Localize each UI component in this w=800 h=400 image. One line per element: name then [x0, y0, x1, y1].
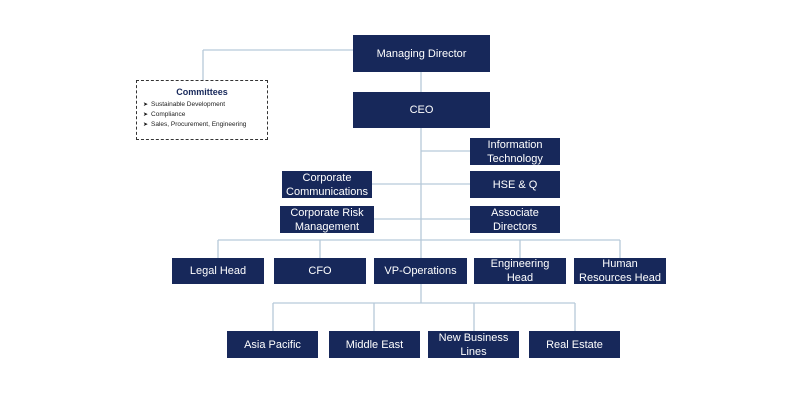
committee-item: ➤Sustainable Development: [143, 101, 226, 108]
committees-box: Committees ➤Sustainable Development ➤Com…: [136, 80, 268, 140]
node-human-resources-head: Human Resources Head: [574, 258, 666, 284]
node-information-technology: Information Technology: [470, 138, 560, 165]
node-associate-directors: Associate Directors: [470, 206, 560, 233]
node-real-estate: Real Estate: [529, 331, 620, 358]
node-engineering-head: Engineering Head: [474, 258, 566, 284]
committees-title: Committees: [176, 87, 228, 97]
node-managing-director: Managing Director: [353, 35, 490, 72]
node-new-business-lines: New Business Lines: [428, 331, 519, 358]
node-vp-operations: VP-Operations: [374, 258, 467, 284]
node-ceo: CEO: [353, 92, 490, 128]
committee-item: ➤Compliance: [143, 111, 186, 118]
node-asia-pacific: Asia Pacific: [227, 331, 318, 358]
node-corporate-communications: Corporate Communications: [282, 171, 372, 198]
arrow-bullet-icon: ➤: [143, 122, 149, 128]
arrow-bullet-icon: ➤: [143, 112, 149, 118]
node-corporate-risk-management: Corporate Risk Management: [280, 206, 374, 233]
committee-item: ➤Sales, Procurement, Engineering: [143, 121, 247, 128]
node-hse-q: HSE & Q: [470, 171, 560, 198]
arrow-bullet-icon: ➤: [143, 102, 149, 108]
committees-list: ➤Sustainable Development ➤Compliance ➤Sa…: [143, 100, 261, 130]
node-legal-head: Legal Head: [172, 258, 264, 284]
node-middle-east: Middle East: [329, 331, 420, 358]
node-cfo: CFO: [274, 258, 366, 284]
